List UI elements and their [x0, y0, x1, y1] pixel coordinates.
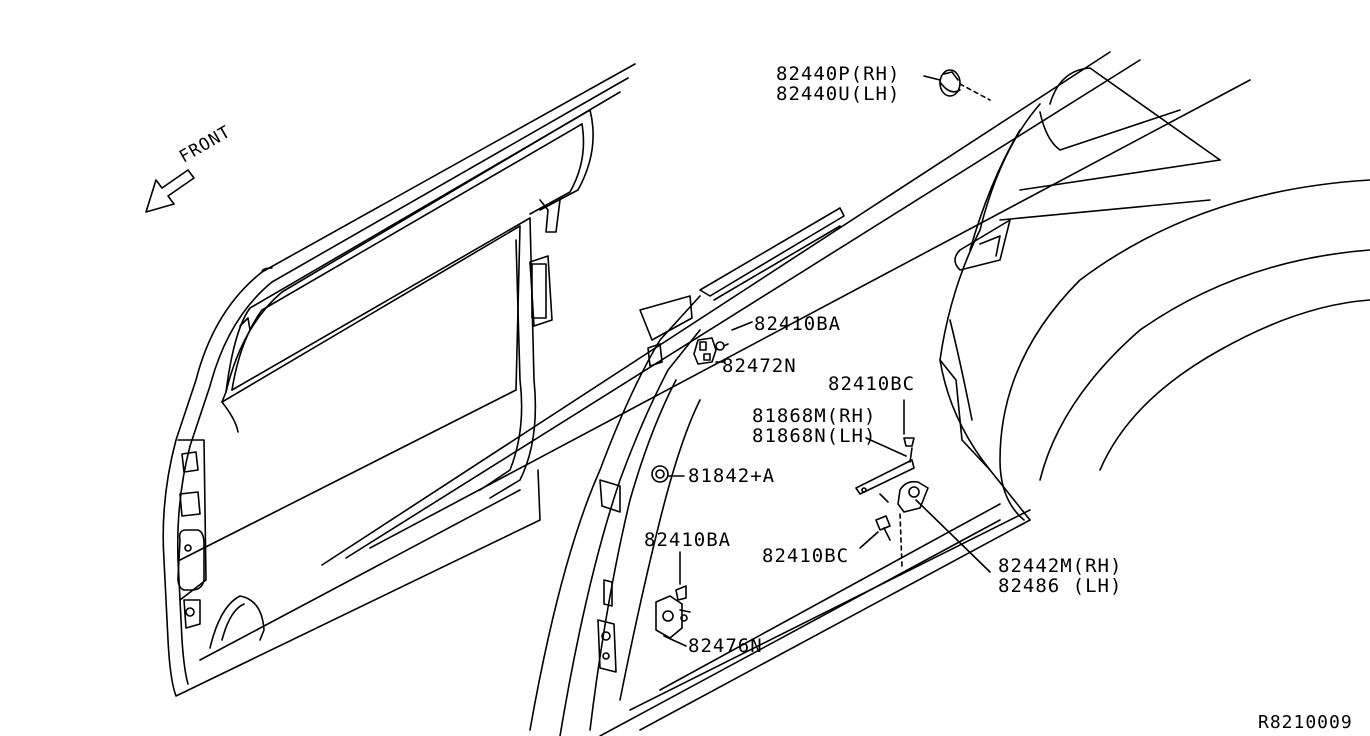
part-label-81842A[interactable]: 81842+A	[688, 465, 776, 487]
diagram-id: R8210009	[1258, 712, 1353, 733]
part-label-82440-rh[interactable]: 82440P(RH)	[776, 63, 901, 85]
part-82440-grommet	[939, 69, 961, 97]
part-label-82442-rh[interactable]: 82442M(RH)	[998, 555, 1123, 577]
front-arrow-icon	[145, 169, 195, 213]
part-label-82410BC-bottom[interactable]: 82410BC	[762, 545, 850, 567]
part-label-81868-lh[interactable]: 81868N(LH)	[752, 425, 877, 447]
part-82442-striker	[897, 480, 929, 513]
part-label-82476N[interactable]: 82476N	[688, 635, 763, 657]
front-door-frame	[162, 63, 636, 697]
part-82476N-plate	[655, 585, 691, 639]
part-81868-bracket	[855, 437, 915, 541]
sill-beltline	[321, 51, 1251, 736]
center-pillar	[529, 295, 701, 736]
part-82472N-hinge	[693, 337, 729, 365]
part-label-82472N[interactable]: 82472N	[722, 355, 797, 377]
part-label-81868-rh[interactable]: 81868M(RH)	[752, 405, 877, 427]
part-81842A-plug	[651, 465, 669, 483]
part-label-82410BA-bottom[interactable]: 82410BA	[644, 529, 732, 551]
part-label-82442-lh[interactable]: 82486 (LH)	[998, 575, 1123, 597]
part-label-82410BC-top[interactable]: 82410BC	[828, 373, 916, 395]
rear-quarter	[939, 67, 1370, 521]
part-label-82410BA-top[interactable]: 82410BA	[754, 313, 842, 335]
part-label-82440-lh[interactable]: 82440U(LH)	[776, 83, 901, 105]
